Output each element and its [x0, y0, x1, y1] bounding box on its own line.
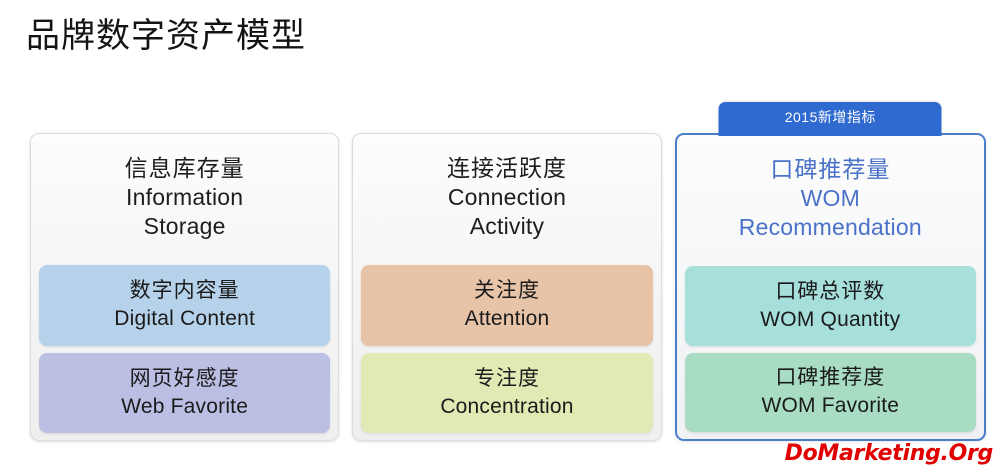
metric-label-cn: 关注度 — [473, 279, 540, 303]
model-columns: 信息库存量 Information Storage 数字内容量 Digital … — [30, 102, 986, 441]
column-header-en-line1: Information — [126, 184, 244, 210]
metric-label-cn: 口碑总评数 — [775, 279, 886, 303]
column-header-en-line2: Recommendation — [738, 214, 922, 240]
column-header-wom-recommendation: 口碑推荐量 WOM Recommendation — [685, 135, 976, 259]
watermark: DoMarketing.Org — [784, 441, 994, 466]
metric-label-cn: 数字内容量 — [129, 279, 240, 303]
metric-label-en: WOM Quantity — [760, 307, 901, 331]
new-metric-banner: 2015新增指标 — [718, 102, 942, 136]
column-header-information-storage: 信息库存量 Information Storage — [39, 134, 330, 258]
metric-label-en: WOM Favorite — [761, 394, 900, 418]
metric-digital-content: 数字内容量 Digital Content — [39, 265, 331, 346]
metric-concentration: 专注度 Concentration — [361, 352, 653, 433]
column-wom-recommendation: 2015新增指标 口碑推荐量 WOM Recommendation 口碑总评数 … — [674, 102, 986, 441]
metric-label-en: Web Favorite — [121, 394, 249, 418]
metric-label-cn: 专注度 — [473, 366, 540, 390]
metric-web-favorite: 网页好感度 Web Favorite — [39, 352, 331, 433]
metric-label-en: Attention — [464, 307, 550, 331]
column-connection-activity: 连接活跃度 Connection Activity 关注度 Attention … — [352, 133, 662, 441]
column-header-connection-activity: 连接活跃度 Connection Activity — [361, 134, 652, 258]
metric-label-en: Digital Content — [114, 307, 256, 331]
column-header-en-line1: Connection — [447, 184, 567, 210]
metric-wom-favorite: 口碑推荐度 WOM Favorite — [684, 352, 976, 432]
column-header-cn: 连接活跃度 — [446, 155, 567, 181]
column-header-en-line2: Activity — [469, 213, 545, 239]
metric-label-cn: 网页好感度 — [129, 366, 240, 390]
metric-wom-quantity: 口碑总评数 WOM Quantity — [684, 266, 976, 346]
page-title: 品牌数字资产模型 — [26, 17, 306, 55]
column-header-cn: 信息库存量 — [124, 155, 245, 181]
metric-attention: 关注度 Attention — [361, 265, 653, 346]
metric-label-en: Concentration — [440, 394, 574, 418]
column-header-en-line2: Storage — [143, 213, 226, 239]
column-header-en-line1: WOM — [800, 185, 860, 211]
metric-label-cn: 口碑推荐度 — [775, 366, 886, 390]
column-header-cn: 口碑推荐量 — [770, 156, 891, 182]
column-information-storage: 信息库存量 Information Storage 数字内容量 Digital … — [30, 133, 340, 441]
